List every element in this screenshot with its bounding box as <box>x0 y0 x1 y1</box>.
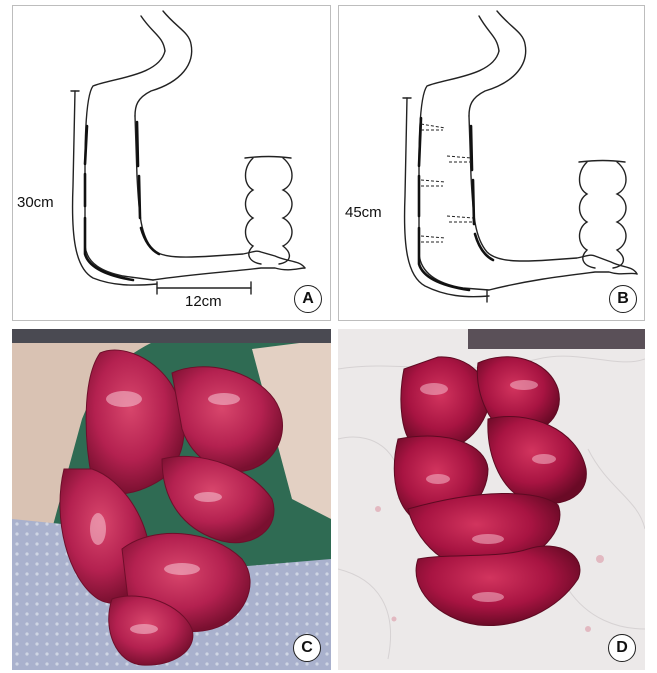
tacking-suture-mark <box>421 236 445 242</box>
specular-highlight <box>420 383 448 395</box>
fundus-right-line <box>469 11 526 116</box>
label-12cm: 12cm <box>185 293 222 310</box>
dark-top-edge <box>468 329 645 349</box>
colon-top <box>579 161 625 163</box>
blood-spot <box>392 617 397 622</box>
colon-top <box>245 157 291 159</box>
staple-segment <box>419 228 469 290</box>
panel-b-diagram: 45cm B <box>338 5 645 321</box>
specular-highlight <box>208 393 240 405</box>
specular-highlight <box>130 624 158 634</box>
tacking-suture-mark <box>447 216 473 222</box>
panel-label-d: D <box>608 634 636 662</box>
greater-curvature-line <box>85 51 165 280</box>
specular-highlight <box>164 563 200 575</box>
staple-segment <box>139 176 140 218</box>
blood-spot <box>585 626 591 632</box>
staple-segment <box>471 126 472 170</box>
colon-right-haustra <box>279 158 292 264</box>
staple-segment <box>137 122 138 166</box>
blood-spot <box>375 506 381 512</box>
specular-highlight <box>194 492 222 502</box>
stomach-diagram-b: 45cm <box>339 6 645 321</box>
dark-top-edge <box>12 329 331 343</box>
label-45cm: 45cm <box>345 204 382 221</box>
colon-right-haustra <box>613 162 626 268</box>
measure-line-vertical <box>405 98 489 297</box>
specimen-photo-d <box>338 329 645 670</box>
tacking-suture-mark <box>447 156 471 162</box>
specimen-photo-c <box>12 329 331 670</box>
colon-left-haustra <box>246 158 262 264</box>
fundus-right-line <box>135 11 192 116</box>
label-30cm: 30cm <box>17 194 54 211</box>
specular-highlight <box>472 534 504 544</box>
tacking-suture-mark <box>421 124 445 130</box>
specular-highlight <box>532 454 556 464</box>
staple-segment <box>473 180 474 224</box>
specular-highlight <box>472 592 504 602</box>
esophagus-left-line <box>141 16 165 51</box>
panel-label-a: A <box>294 285 322 313</box>
specular-highlight <box>106 391 142 407</box>
tacking-suture-mark <box>421 180 445 186</box>
esophagus-left-line <box>479 16 499 51</box>
panel-d-photo: D <box>338 329 645 670</box>
specular-highlight <box>90 513 106 545</box>
specular-highlight <box>510 380 538 390</box>
panel-a-diagram: 30cm 12cm A <box>12 5 331 321</box>
blood-spot <box>596 555 604 563</box>
panel-c-photo: C <box>12 329 331 670</box>
panel-label-b: B <box>609 285 637 313</box>
panel-label-c: C <box>293 634 321 662</box>
lesser-curvature-line <box>469 116 637 274</box>
staple-segment <box>85 218 133 280</box>
colon-left-haustra <box>580 162 596 268</box>
stomach-diagram-a: 30cm 12cm <box>13 6 331 321</box>
lesser-curvature-line <box>135 116 305 268</box>
duodenum-line <box>153 268 305 280</box>
specular-highlight <box>426 474 450 484</box>
